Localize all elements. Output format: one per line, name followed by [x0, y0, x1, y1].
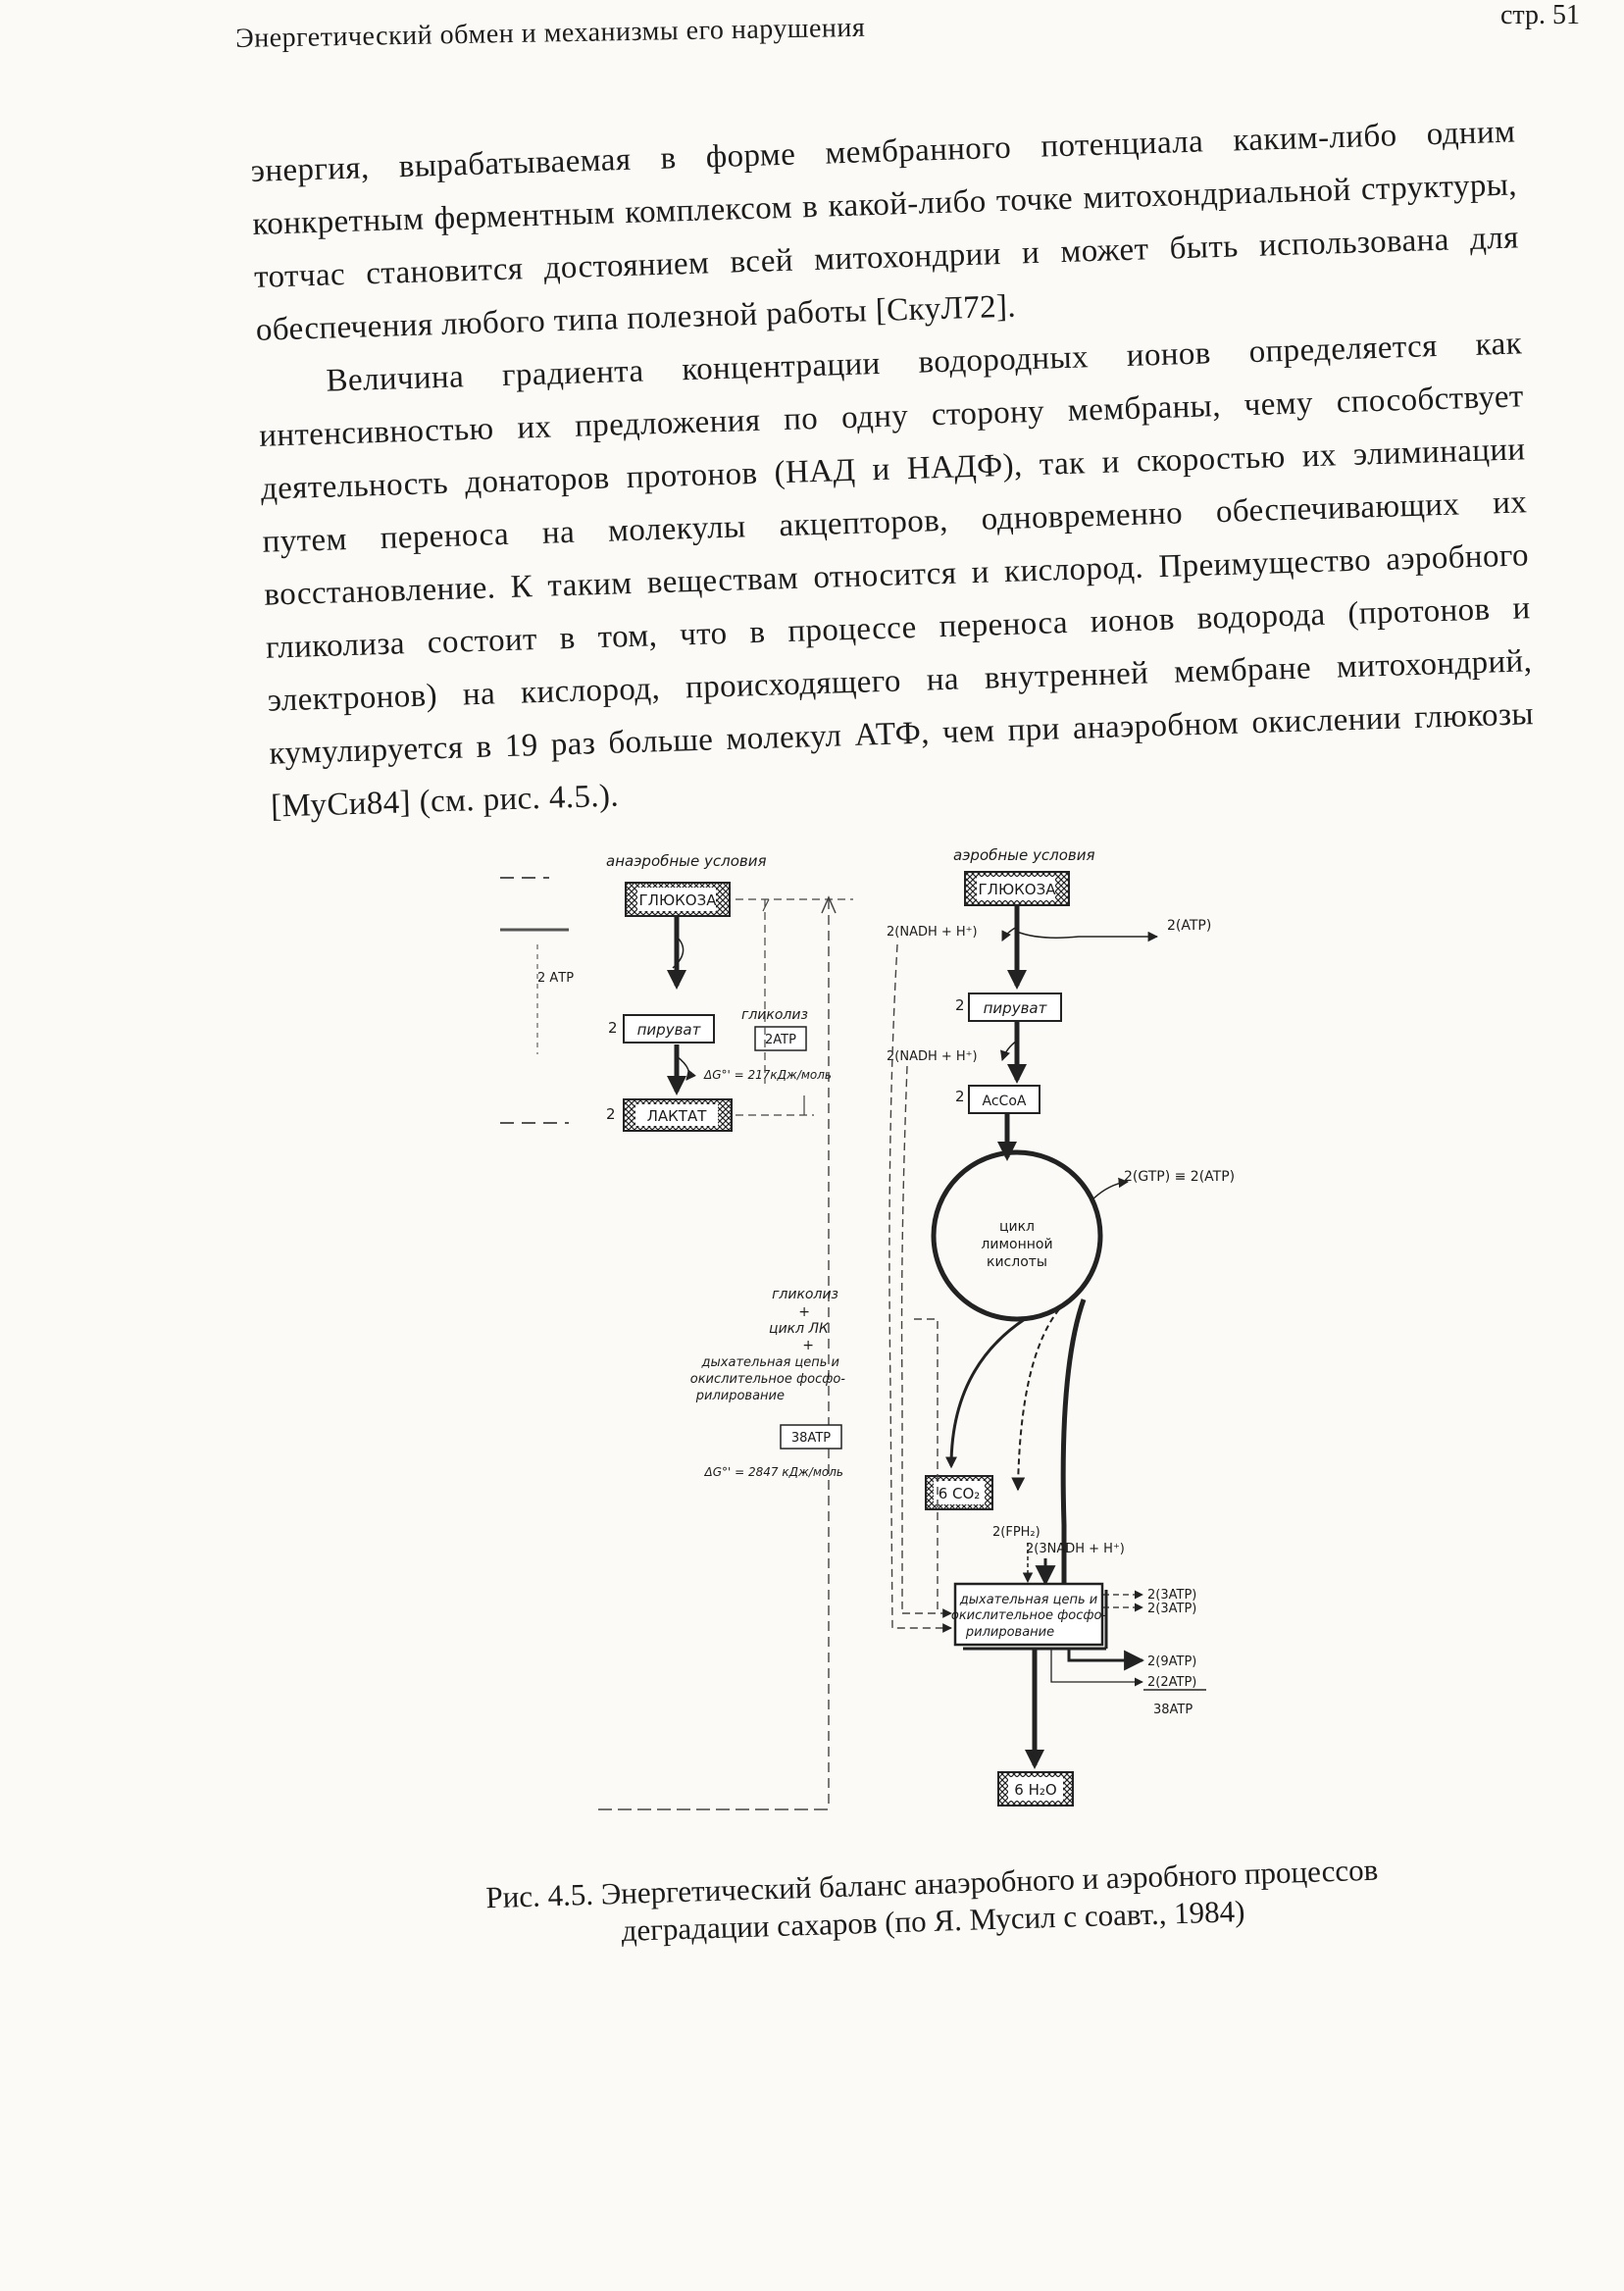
aerobic-water-label: 6 H₂O [1014, 1781, 1056, 1799]
resp-chain-line-1: дыхательная цепь и [959, 1593, 1097, 1607]
anaerobic-glycolysis-atp: 2ATP [765, 1033, 796, 1047]
atp-total: 38ATP [1153, 1703, 1193, 1717]
figure-caption: Рис. 4.5. Энергетический баланс анаэробн… [431, 1850, 1434, 1956]
respiratory-chain-box [953, 1582, 1104, 1647]
summary-citric-cycle: цикл ЛК [769, 1321, 830, 1337]
aerobic-gtp: 2(GTP) ≡ 2(ATP) [1124, 1169, 1235, 1185]
anaerobic-pyruvate-label: пируват [637, 1021, 702, 1039]
aerobic-glucose-label: ГЛЮКОЗА [979, 881, 1057, 898]
anaerobic-pyruvate-box [623, 1014, 715, 1044]
summary-delta-g: ΔG°' = 2847 кДж/моль [704, 1465, 843, 1479]
anaerobic-lactate-coef: 2 [606, 1105, 616, 1123]
aerobic-nadh-2: 2(NADH + H⁺) [887, 1049, 978, 1064]
aerobic-heading: аэробные условия [953, 846, 1095, 864]
anaerobic-heading: анаэробные условия [606, 852, 767, 870]
atp-output-4: 2(2ATP) [1147, 1675, 1196, 1690]
paragraph: Величина градиента концентрации водородн… [258, 326, 1535, 825]
aerobic-accoa-label: AcCoA [983, 1094, 1027, 1109]
aerobic-accoa-box [968, 1085, 1040, 1114]
anaerobic-atp-used: 2 АТР [537, 971, 574, 986]
atp-output-1: 2(3ATP) [1147, 1588, 1196, 1603]
resp-chain-line-3: рилирование [965, 1625, 1054, 1640]
anaerobic-lactate-label: ЛАКТАТ [647, 1107, 708, 1125]
running-header: Энергетический обмен и механизмы его нар… [235, 12, 866, 54]
aerobic-atp-1: 2(ATP) [1167, 918, 1211, 934]
summary-phosphorylation: рилирование [695, 1389, 785, 1403]
aerobic-accoa-coef: 2 [955, 1088, 965, 1105]
anaerobic-pyruvate-coef: 2 [608, 1019, 618, 1037]
atp-output-3: 2(9ATP) [1147, 1655, 1196, 1669]
summary-resp-chain: дыхательная цепь и [701, 1355, 839, 1370]
paragraph: энергия, вырабатываемая в форме мембранн… [250, 114, 1520, 348]
resp-chain-line-2: окислительное фосфо- [951, 1608, 1107, 1623]
atp-output-2: 2(3ATP) [1147, 1602, 1196, 1616]
page-number: стр. 51 [1499, 0, 1580, 30]
cycle-label-3: кислоты [987, 1254, 1047, 1270]
aerobic-co2-label: 6 CO₂ [939, 1485, 981, 1502]
summary-atp: 38ATP [791, 1431, 831, 1446]
cycle-label-2: лимонной [981, 1237, 1052, 1252]
summary-plus-2: + [802, 1338, 814, 1353]
citric-acid-cycle [931, 1149, 1103, 1322]
anaerobic-glycolysis-atp-box [754, 1026, 807, 1051]
anaerobic-glucose-label: ГЛЮКОЗА [639, 891, 718, 909]
summary-glycolysis: гликолиз [772, 1287, 838, 1302]
summary-plus-1: + [798, 1304, 810, 1320]
aerobic-nadh-1: 2(NADH + H⁺) [887, 925, 978, 940]
aerobic-pyruvate-box [968, 993, 1062, 1022]
anaerobic-glycolysis: гликолиз [741, 1007, 808, 1023]
aerobic-nadh-3: 2(3NADH + H⁺) [1026, 1542, 1125, 1556]
energy-balance-diagram: анаэробные условия ГЛЮКОЗА 2 АТР 2 пирув… [490, 839, 1314, 1829]
summary-ox-phos: окислительное фосфо- [690, 1372, 846, 1387]
cycle-label-1: цикл [999, 1219, 1035, 1235]
body-text: энергия, вырабатываемая в форме мембранн… [250, 105, 1536, 833]
anaerobic-delta-g: ΔG°' = 217кДж/моль [703, 1068, 832, 1082]
aerobic-fph2: 2(FPH₂) [992, 1525, 1040, 1540]
summary-atp-box [780, 1424, 842, 1450]
aerobic-pyruvate-coef: 2 [955, 996, 965, 1014]
aerobic-pyruvate-label: пируват [984, 999, 1048, 1017]
